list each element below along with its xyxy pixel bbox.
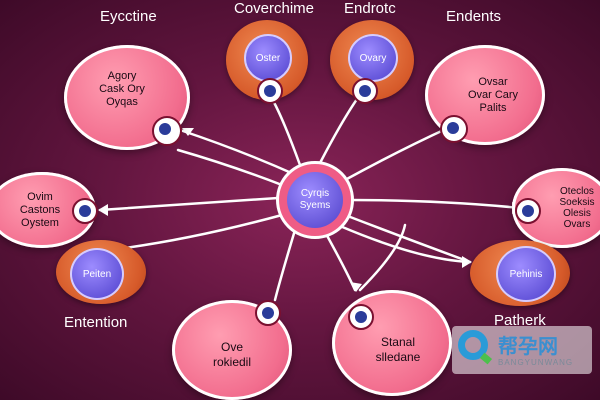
center-node: Cyrqis Syems: [276, 161, 354, 239]
connector-br: [338, 224, 472, 264]
connector-tr: [343, 126, 450, 182]
node-text: Ovars: [563, 219, 591, 230]
node-text: Ove: [220, 340, 243, 354]
node-text: Soeksis: [559, 197, 595, 208]
node-text: slledane: [375, 350, 421, 364]
watermark-subtext: BANGYUNWANG: [498, 358, 574, 367]
connector-tl-2: [176, 148, 284, 187]
label-top-right: Endents: [446, 8, 502, 25]
watermark-logo-icon: [458, 330, 488, 360]
orb-left-core: Peiten: [70, 248, 124, 300]
label-top-center-right: Endrotc: [344, 0, 396, 17]
center-text: Cyrqis: [300, 188, 330, 199]
node-text: Palits: [479, 101, 507, 114]
connector-mr: [348, 198, 522, 210]
eye-icon: [257, 78, 283, 104]
connector-tl: [178, 128, 298, 177]
eye-icon: [348, 304, 374, 330]
eye-icon: [255, 300, 281, 326]
node-text: Stanal: [380, 335, 415, 349]
arrowhead-ro: [462, 256, 472, 268]
eye-icon: [515, 198, 541, 224]
node-text: Castons: [19, 203, 61, 216]
node-text: Ovar Cary: [467, 88, 519, 101]
node-text: Oyqas: [106, 96, 138, 108]
label-top-left: Eycctine: [100, 8, 157, 25]
connector-top2: [318, 90, 364, 165]
node-text: Olesis: [563, 208, 591, 219]
orb-top-left-core: Oster: [244, 34, 292, 82]
eye-icon: [352, 78, 378, 104]
connector-left-orb: [108, 213, 284, 252]
node-text: Oystem: [21, 216, 59, 229]
connector-right-orb: [343, 213, 472, 264]
watermark: 帮孕网 BANGYUNWANG: [452, 326, 592, 374]
connector-loop: [358, 223, 407, 292]
arrowhead-ml: [98, 204, 108, 216]
eye-icon: [72, 198, 98, 224]
node-bottom-middle: Stanal slledane: [332, 290, 452, 396]
label-top-center-left: Coverchime: [234, 0, 315, 17]
connector-ml: [98, 196, 280, 212]
label-bottom-right: Patherk: [494, 312, 546, 329]
eye-icon: [440, 115, 468, 143]
watermark-text: 帮孕网: [498, 336, 558, 358]
label-bottom-left: Entention: [64, 314, 128, 331]
center-text: Syems: [299, 200, 331, 211]
arrowhead-bm: [350, 282, 362, 292]
connector-bl: [273, 228, 297, 302]
eye-icon: [152, 116, 182, 146]
arrowhead-tl: [182, 128, 194, 136]
node-text: Ovim: [27, 190, 53, 203]
orb-top-right-core: Ovary: [348, 34, 398, 82]
connector-bm: [323, 230, 357, 292]
node-text: rokiedil: [212, 355, 251, 369]
node-text: Oteclos: [560, 186, 594, 197]
node-text: Agory: [107, 70, 137, 82]
orb-right-core: Pehinis: [496, 246, 556, 302]
node-text: Ovsar: [478, 75, 508, 88]
node-text: Cask Ory: [99, 83, 145, 95]
